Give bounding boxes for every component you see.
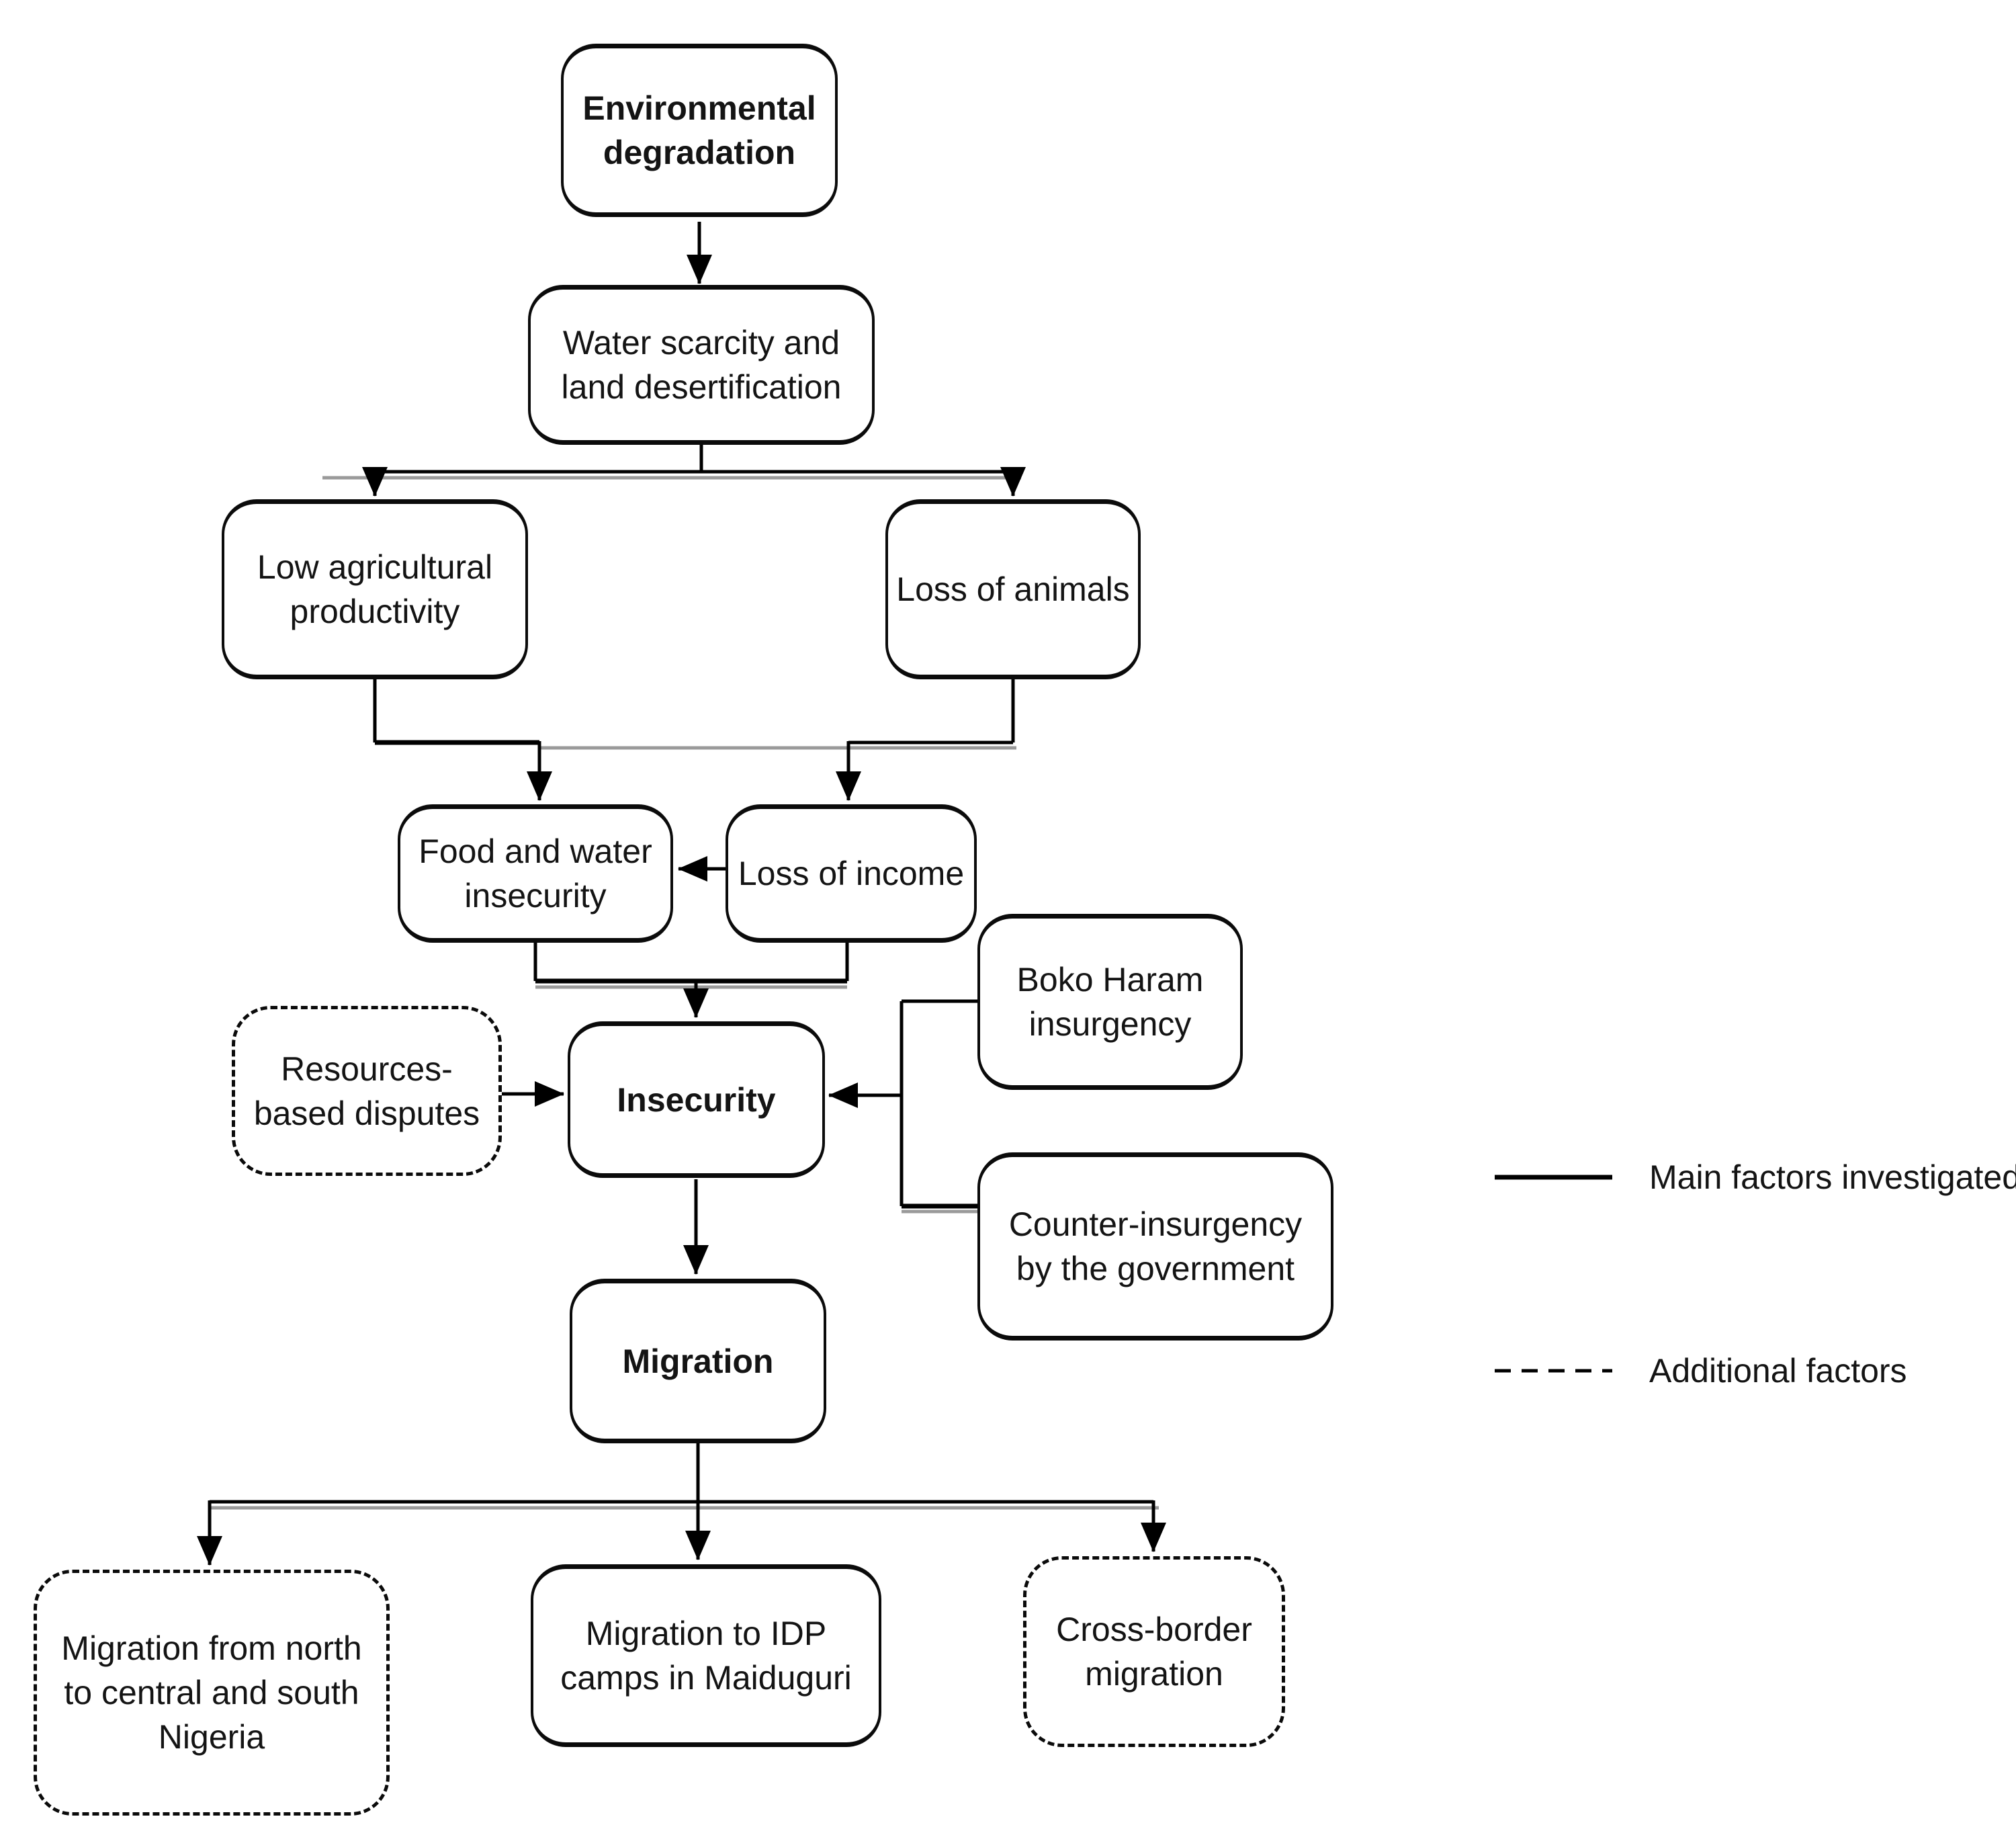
node-label: Boko Haram insurgency bbox=[1016, 961, 1204, 1043]
node-label: Resources-based disputes bbox=[253, 1050, 480, 1132]
node-insecurity: Insecurity bbox=[568, 1021, 825, 1178]
connector-shadows bbox=[210, 476, 1159, 1510]
node-label: Environmental degradation bbox=[582, 89, 816, 171]
legend-label: Main factors investigated bbox=[1649, 1158, 2016, 1196]
node-label: Loss of animals bbox=[896, 570, 1130, 608]
node-loss-of-income: Loss of income bbox=[726, 804, 977, 943]
node-migration-to-idp-camps-maiduguri: Migration to IDP camps in Maiduguri bbox=[531, 1564, 881, 1747]
node-label: Loss of income bbox=[738, 855, 965, 892]
node-low-agricultural-productivity: Low agricultural productivity bbox=[222, 499, 528, 679]
node-environmental-degradation: Environmental degradation bbox=[561, 44, 838, 217]
node-label: Migration bbox=[622, 1342, 774, 1380]
node-label: Low agricultural productivity bbox=[257, 548, 493, 630]
legend-item-main-factors: Main factors investigated bbox=[1649, 1147, 2016, 1207]
node-food-and-water-insecurity: Food and water insecurity bbox=[398, 804, 673, 943]
legend-label: Additional factors bbox=[1649, 1352, 1907, 1390]
node-label: Water scarcity and land desertification bbox=[561, 324, 842, 406]
legend-item-additional-factors: Additional factors bbox=[1649, 1341, 2016, 1401]
node-cross-border-migration: Cross-border migration bbox=[1023, 1556, 1285, 1747]
node-label: Counter-insurgency by the government bbox=[1008, 1205, 1303, 1287]
node-label: Cross-border migration bbox=[1056, 1611, 1252, 1693]
node-loss-of-animals: Loss of animals bbox=[885, 499, 1141, 679]
node-label: Insecurity bbox=[617, 1080, 776, 1119]
node-label: Migration to IDP camps in Maiduguri bbox=[560, 1615, 852, 1697]
node-resources-based-disputes: Resources-based disputes bbox=[232, 1006, 502, 1176]
node-water-scarcity-land-desertification: Water scarcity and land desertification bbox=[528, 285, 875, 445]
node-migration: Migration bbox=[570, 1279, 826, 1443]
node-label: Migration from north to central and sout… bbox=[61, 1629, 362, 1756]
node-migration-north-to-central-south-nigeria: Migration from north to central and sout… bbox=[34, 1570, 390, 1816]
node-label: Food and water insecurity bbox=[419, 833, 652, 915]
node-boko-haram-insurgency: Boko Haram insurgency bbox=[977, 914, 1243, 1090]
node-counter-insurgency-by-the-government: Counter-insurgency by the government bbox=[977, 1152, 1333, 1341]
